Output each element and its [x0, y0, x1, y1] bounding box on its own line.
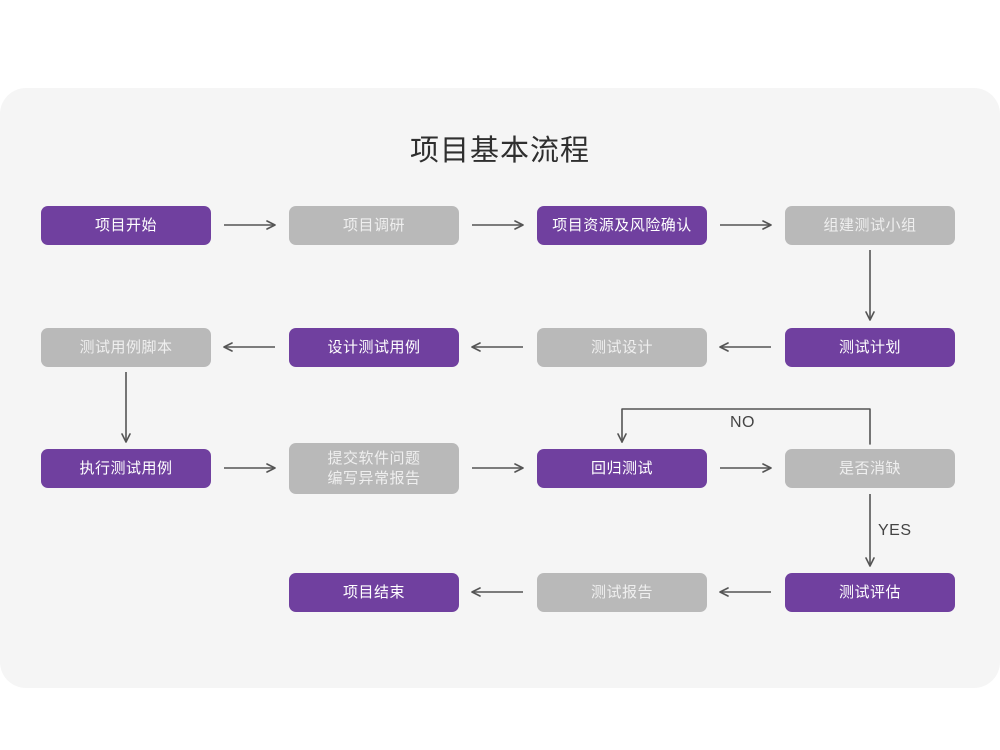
node-design-test-cases[interactable]: 设计测试用例 [289, 328, 459, 367]
edge-label-yes: YES [878, 522, 912, 539]
node-label: 是否消缺 [838, 459, 901, 477]
node-label: 设计测试用例 [327, 338, 421, 356]
node-test-evaluation[interactable]: 测试评估 [785, 573, 955, 612]
node-label: 项目调研 [342, 216, 405, 234]
node-execute-test-cases[interactable]: 执行测试用例 [41, 449, 211, 488]
node-label: 测试评估 [838, 583, 901, 601]
node-label: 项目结束 [342, 583, 405, 601]
edge-label-no: NO [730, 414, 755, 431]
node-test-plan[interactable]: 测试计划 [785, 328, 955, 367]
node-test-report[interactable]: 测试报告 [537, 573, 707, 612]
node-regression-test[interactable]: 回归测试 [537, 449, 707, 488]
node-label: 测试计划 [838, 338, 901, 356]
node-resource-risk-confirm[interactable]: 项目资源及风险确认 [537, 206, 707, 245]
node-label: 项目资源及风险确认 [552, 216, 692, 234]
node-label: 回归测试 [590, 459, 653, 477]
node-defects-cleared[interactable]: 是否消缺 [785, 449, 955, 488]
page-title: 项目基本流程 [409, 135, 590, 167]
node-label: 组建测试小组 [823, 216, 917, 234]
node-test-case-scripts[interactable]: 测试用例脚本 [41, 328, 211, 367]
node-label: 测试设计 [590, 338, 653, 356]
node-label: 提交软件问题 编写异常报告 [327, 449, 421, 487]
node-project-research[interactable]: 项目调研 [289, 206, 459, 245]
node-test-design[interactable]: 测试设计 [537, 328, 707, 367]
node-project-end[interactable]: 项目结束 [289, 573, 459, 612]
node-label: 测试用例脚本 [79, 338, 173, 356]
node-label: 项目开始 [94, 216, 157, 234]
node-build-test-team[interactable]: 组建测试小组 [785, 206, 955, 245]
node-label: 测试报告 [590, 583, 653, 601]
node-project-start[interactable]: 项目开始 [41, 206, 211, 245]
node-submit-issues-report[interactable]: 提交软件问题 编写异常报告 [289, 443, 459, 494]
node-label: 执行测试用例 [79, 459, 173, 477]
